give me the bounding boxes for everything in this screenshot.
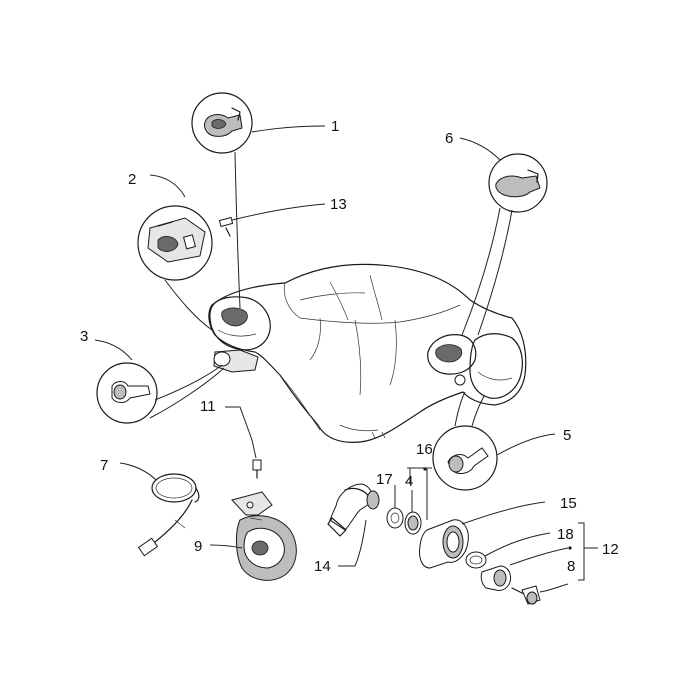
right-switch-housing xyxy=(427,333,523,399)
part-16-bracket xyxy=(407,467,432,520)
part-8-screw xyxy=(511,583,569,605)
part-18-o-ring xyxy=(465,532,551,569)
part-3-switch-button xyxy=(94,339,225,424)
part-6-right-switch xyxy=(459,137,548,336)
label-part-2: 2 xyxy=(128,171,136,188)
part-17-washer xyxy=(386,485,404,529)
part-15-sleeve xyxy=(419,501,546,569)
part-2-left-switch-assembly xyxy=(137,174,213,331)
part-4-bushing xyxy=(404,490,422,535)
part-7-cable xyxy=(119,462,200,557)
label-part-12: 12 xyxy=(602,541,619,558)
label-part-6: 6 xyxy=(445,130,453,147)
part-13-screw xyxy=(218,203,326,237)
part-5-right-button xyxy=(432,391,556,491)
part-14-elbow-fitting xyxy=(327,483,380,567)
part-9-horn xyxy=(209,491,297,581)
handlebar-cover xyxy=(208,263,527,443)
label-part-5: 5 xyxy=(563,427,571,444)
label-part-16: 16 xyxy=(416,441,433,458)
label-part-15: 15 xyxy=(560,495,577,512)
label-part-11: 11 xyxy=(200,398,216,415)
left-switch-housing xyxy=(209,296,271,351)
label-part-8: 8 xyxy=(567,558,575,575)
part-11-screw xyxy=(225,406,262,479)
label-part-3: 3 xyxy=(80,328,88,345)
label-part-7: 7 xyxy=(100,457,108,474)
label-part-1: 1 xyxy=(331,118,339,135)
part-12-bracket xyxy=(578,522,598,581)
label-part-13: 13 xyxy=(330,196,347,213)
label-part-9: 9 xyxy=(194,538,202,555)
part-1-left-switch xyxy=(191,92,326,309)
label-part-4: 4 xyxy=(405,473,413,490)
label-part-18: 18 xyxy=(557,526,574,543)
part-12-cap xyxy=(480,546,572,591)
label-part-14: 14 xyxy=(314,558,331,575)
label-part-17: 17 xyxy=(376,471,393,488)
